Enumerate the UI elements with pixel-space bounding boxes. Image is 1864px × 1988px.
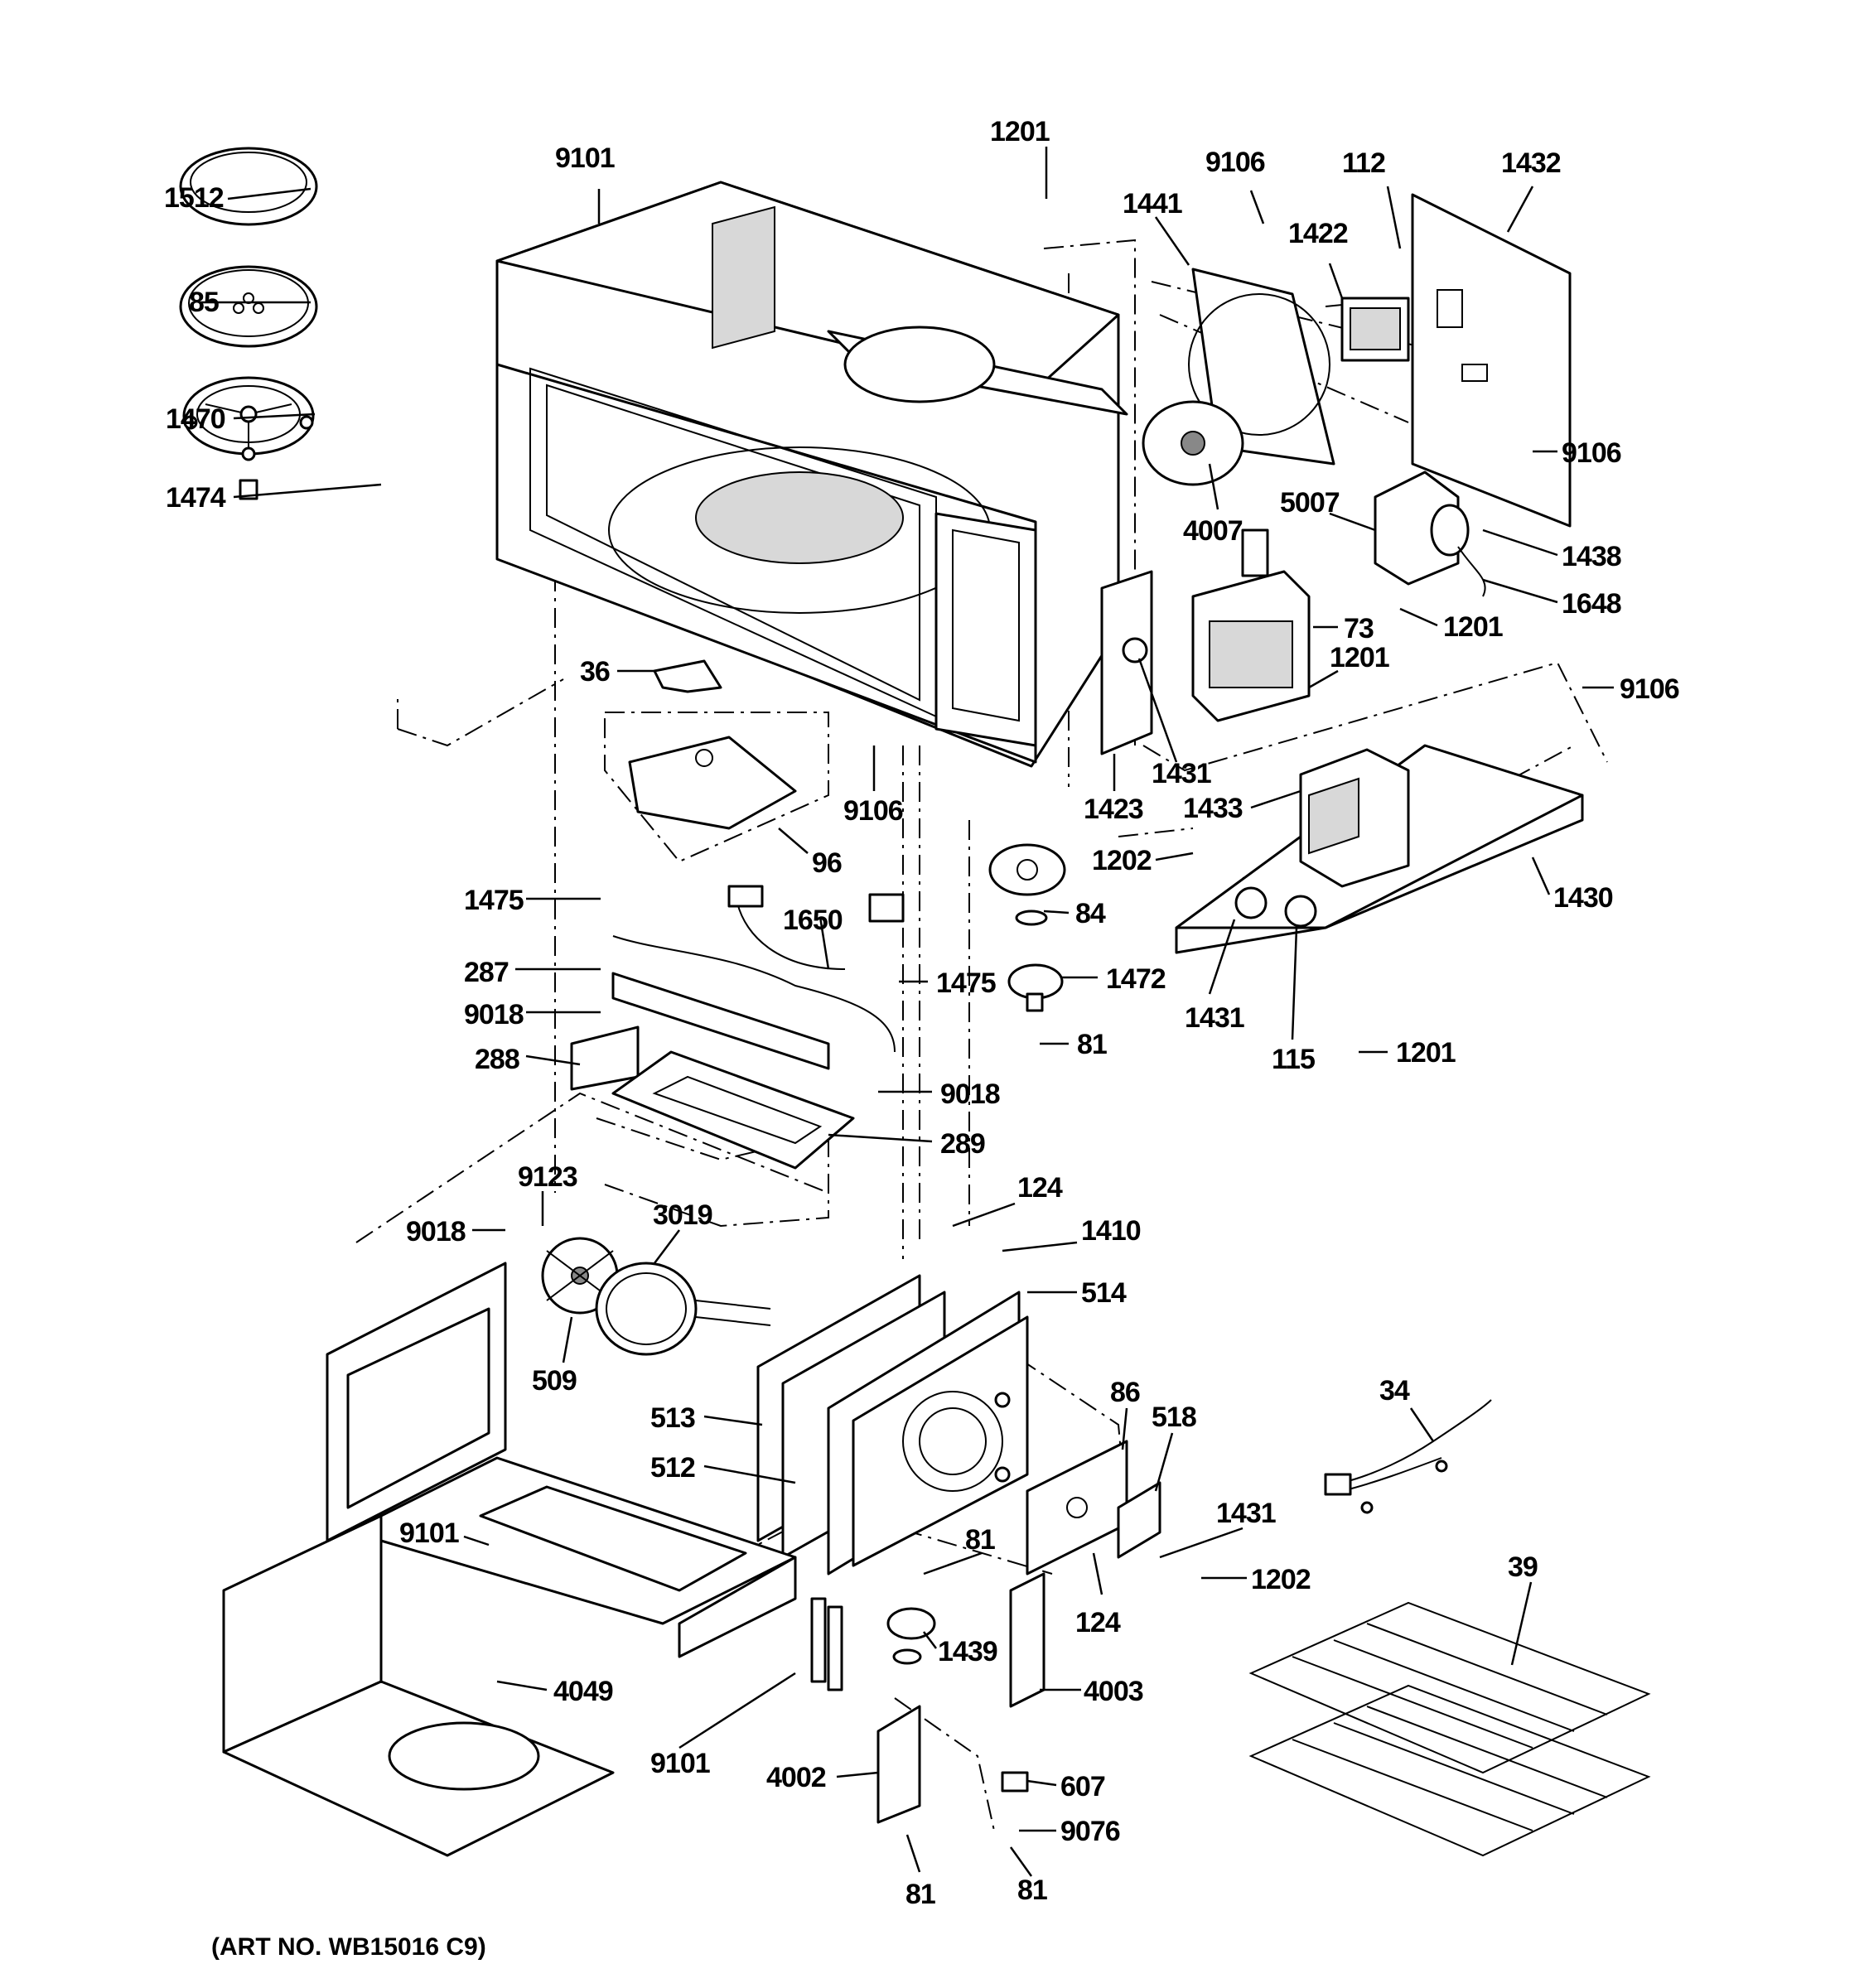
high-voltage-capacitor: [1374, 470, 1486, 597]
label-1430: 1430: [1553, 882, 1613, 914]
label-9106-mid: 9106: [843, 795, 903, 827]
label-509: 509: [532, 1365, 577, 1397]
label-112: 112: [1342, 147, 1385, 179]
label-9018-b: 9018: [940, 1078, 1000, 1110]
label-1431-a: 1431: [1152, 758, 1211, 789]
label-513: 513: [650, 1402, 695, 1434]
label-9123: 9123: [518, 1161, 577, 1193]
oven-cavity: [495, 181, 1128, 768]
label-9106-r2: 9106: [1620, 673, 1679, 705]
label-9101-b: 9101: [399, 1518, 459, 1549]
label-1202-a: 1202: [1092, 845, 1152, 876]
back-panel: [1411, 193, 1572, 528]
label-1438: 1438: [1562, 541, 1621, 572]
label-1470: 1470: [166, 403, 225, 435]
label-1431-c: 1431: [1216, 1498, 1276, 1529]
control-bracket: [1026, 1440, 1161, 1575]
label-1201-top: 1201: [990, 116, 1050, 147]
label-81-d: 81: [1017, 1875, 1047, 1906]
label-1439: 1439: [938, 1636, 997, 1667]
label-4003: 4003: [1084, 1676, 1143, 1707]
art-number-caption: (ART NO. WB15016 C9): [211, 1933, 486, 1961]
label-1441: 1441: [1123, 188, 1182, 220]
wire-harness: [1324, 1399, 1492, 1514]
label-9101-top: 9101: [555, 142, 615, 174]
bottom-components: [810, 1572, 1045, 1824]
label-289: 289: [940, 1128, 985, 1160]
label-1201-r3: 1201: [1396, 1037, 1456, 1069]
label-124-a: 124: [1017, 1172, 1063, 1204]
label-81-c: 81: [905, 1879, 935, 1910]
label-512: 512: [650, 1452, 695, 1484]
outer-enclosure: [222, 1262, 797, 1857]
label-1202-b: 1202: [1251, 1564, 1311, 1595]
label-4002: 4002: [766, 1762, 826, 1793]
label-514: 514: [1081, 1277, 1127, 1309]
label-9076: 9076: [1060, 1816, 1120, 1847]
label-84: 84: [1075, 898, 1106, 929]
label-287: 287: [464, 957, 509, 988]
label-3019: 3019: [653, 1199, 712, 1231]
label-1432: 1432: [1501, 147, 1561, 179]
turntable-assembly: [179, 147, 318, 500]
label-1201-r2: 1201: [1330, 642, 1389, 673]
label-81-a: 81: [1077, 1029, 1107, 1060]
label-518: 518: [1152, 1402, 1196, 1433]
magnetron: [1100, 528, 1311, 755]
heater-reflector-assembly: [570, 885, 905, 1170]
transformer-base-plate: [1175, 744, 1584, 954]
label-86: 86: [1110, 1377, 1140, 1408]
label-36: 36: [580, 656, 610, 688]
blower-fan-assembly: [1142, 268, 1410, 486]
label-1648: 1648: [1562, 588, 1621, 620]
label-1423: 1423: [1084, 794, 1143, 825]
label-85: 85: [189, 287, 219, 318]
label-1422: 1422: [1288, 218, 1348, 249]
label-1650: 1650: [783, 905, 843, 936]
label-4007: 4007: [1183, 515, 1243, 547]
label-1431-b: 1431: [1185, 1002, 1244, 1034]
convection-fan-element: [541, 1237, 771, 1356]
label-124-b: 124: [1075, 1607, 1121, 1638]
label-9106-top: 9106: [1205, 147, 1265, 178]
part-labels: 1512 85 1470 1474 9101 1201 9106 1441 11…: [164, 116, 1680, 1910]
label-96: 96: [812, 847, 842, 879]
label-81-b: 81: [965, 1524, 995, 1556]
turntable-drive-plate: [604, 659, 829, 863]
label-115: 115: [1272, 1044, 1315, 1075]
label-1410: 1410: [1081, 1215, 1141, 1247]
label-607: 607: [1060, 1771, 1105, 1802]
label-1472: 1472: [1106, 963, 1166, 995]
label-9101-c: 9101: [650, 1748, 710, 1779]
label-4049: 4049: [553, 1676, 613, 1707]
label-1433: 1433: [1183, 793, 1243, 824]
oven-racks: [1248, 1601, 1651, 1857]
label-73: 73: [1344, 613, 1374, 644]
label-9018-c: 9018: [406, 1216, 466, 1247]
label-1475-a: 1475: [464, 885, 524, 916]
label-1475-b: 1475: [936, 967, 996, 999]
label-9106-r1: 9106: [1562, 437, 1621, 469]
label-5007: 5007: [1280, 487, 1340, 519]
leader-lines: [199, 147, 1614, 1877]
label-1474: 1474: [166, 482, 226, 514]
label-9018-a: 9018: [464, 999, 524, 1030]
label-39: 39: [1508, 1551, 1538, 1583]
turntable-motor: [988, 843, 1066, 1012]
label-34: 34: [1379, 1375, 1410, 1407]
label-1512: 1512: [164, 182, 224, 214]
convection-panels: [756, 1274, 1029, 1575]
label-288: 288: [475, 1044, 519, 1075]
label-1201-r1: 1201: [1443, 611, 1503, 643]
